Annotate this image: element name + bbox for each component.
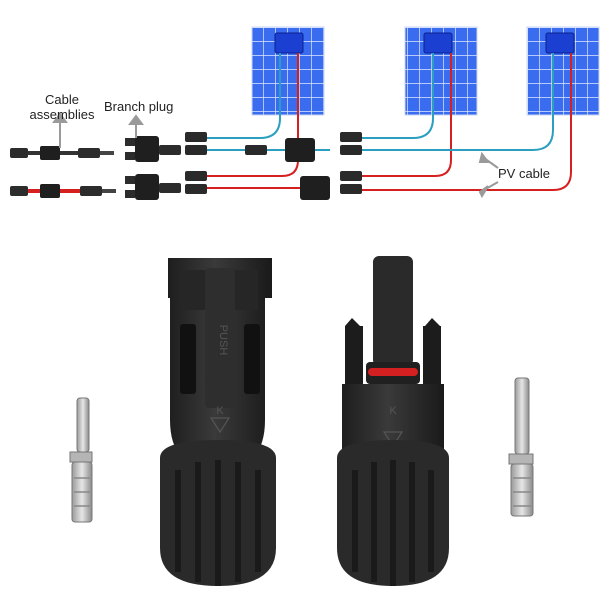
branch-plug-top	[125, 136, 181, 162]
solar-panel-2	[404, 26, 478, 116]
pv-cable-arrows	[478, 151, 499, 199]
svg-text:PUSH: PUSH	[217, 325, 229, 356]
cable-assembly-bottom	[10, 184, 116, 198]
brand-mark: K	[216, 405, 224, 417]
junction-box-icon	[545, 32, 575, 54]
male-connector-icon: K	[337, 256, 449, 586]
metal-pin-icon	[508, 377, 534, 517]
seal-ring	[368, 368, 418, 376]
string-connectors	[185, 132, 362, 200]
cable-assemblies-line2: assemblies	[29, 107, 95, 122]
branch-plug-bottom	[125, 174, 181, 200]
cable-assembly-top	[10, 146, 114, 160]
brand-mark: K	[389, 405, 397, 417]
cable-assemblies-label: Cable assemblies	[24, 92, 100, 122]
solar-panel-1	[251, 26, 325, 116]
up-arrow-icon	[52, 112, 68, 148]
metal-pin-icon	[69, 397, 93, 523]
pv-cable-label: PV cable	[498, 166, 551, 181]
junction-box-icon	[274, 32, 304, 54]
solar-panel-3	[526, 26, 600, 116]
junction-box-icon	[423, 32, 453, 54]
female-connector-icon: PUSH K	[160, 258, 276, 586]
branch-plug-label: Branch plug	[104, 99, 174, 114]
up-arrow-icon	[128, 114, 144, 138]
cable-assemblies-line1: Cable	[45, 92, 79, 107]
pv-wiring	[205, 53, 572, 191]
